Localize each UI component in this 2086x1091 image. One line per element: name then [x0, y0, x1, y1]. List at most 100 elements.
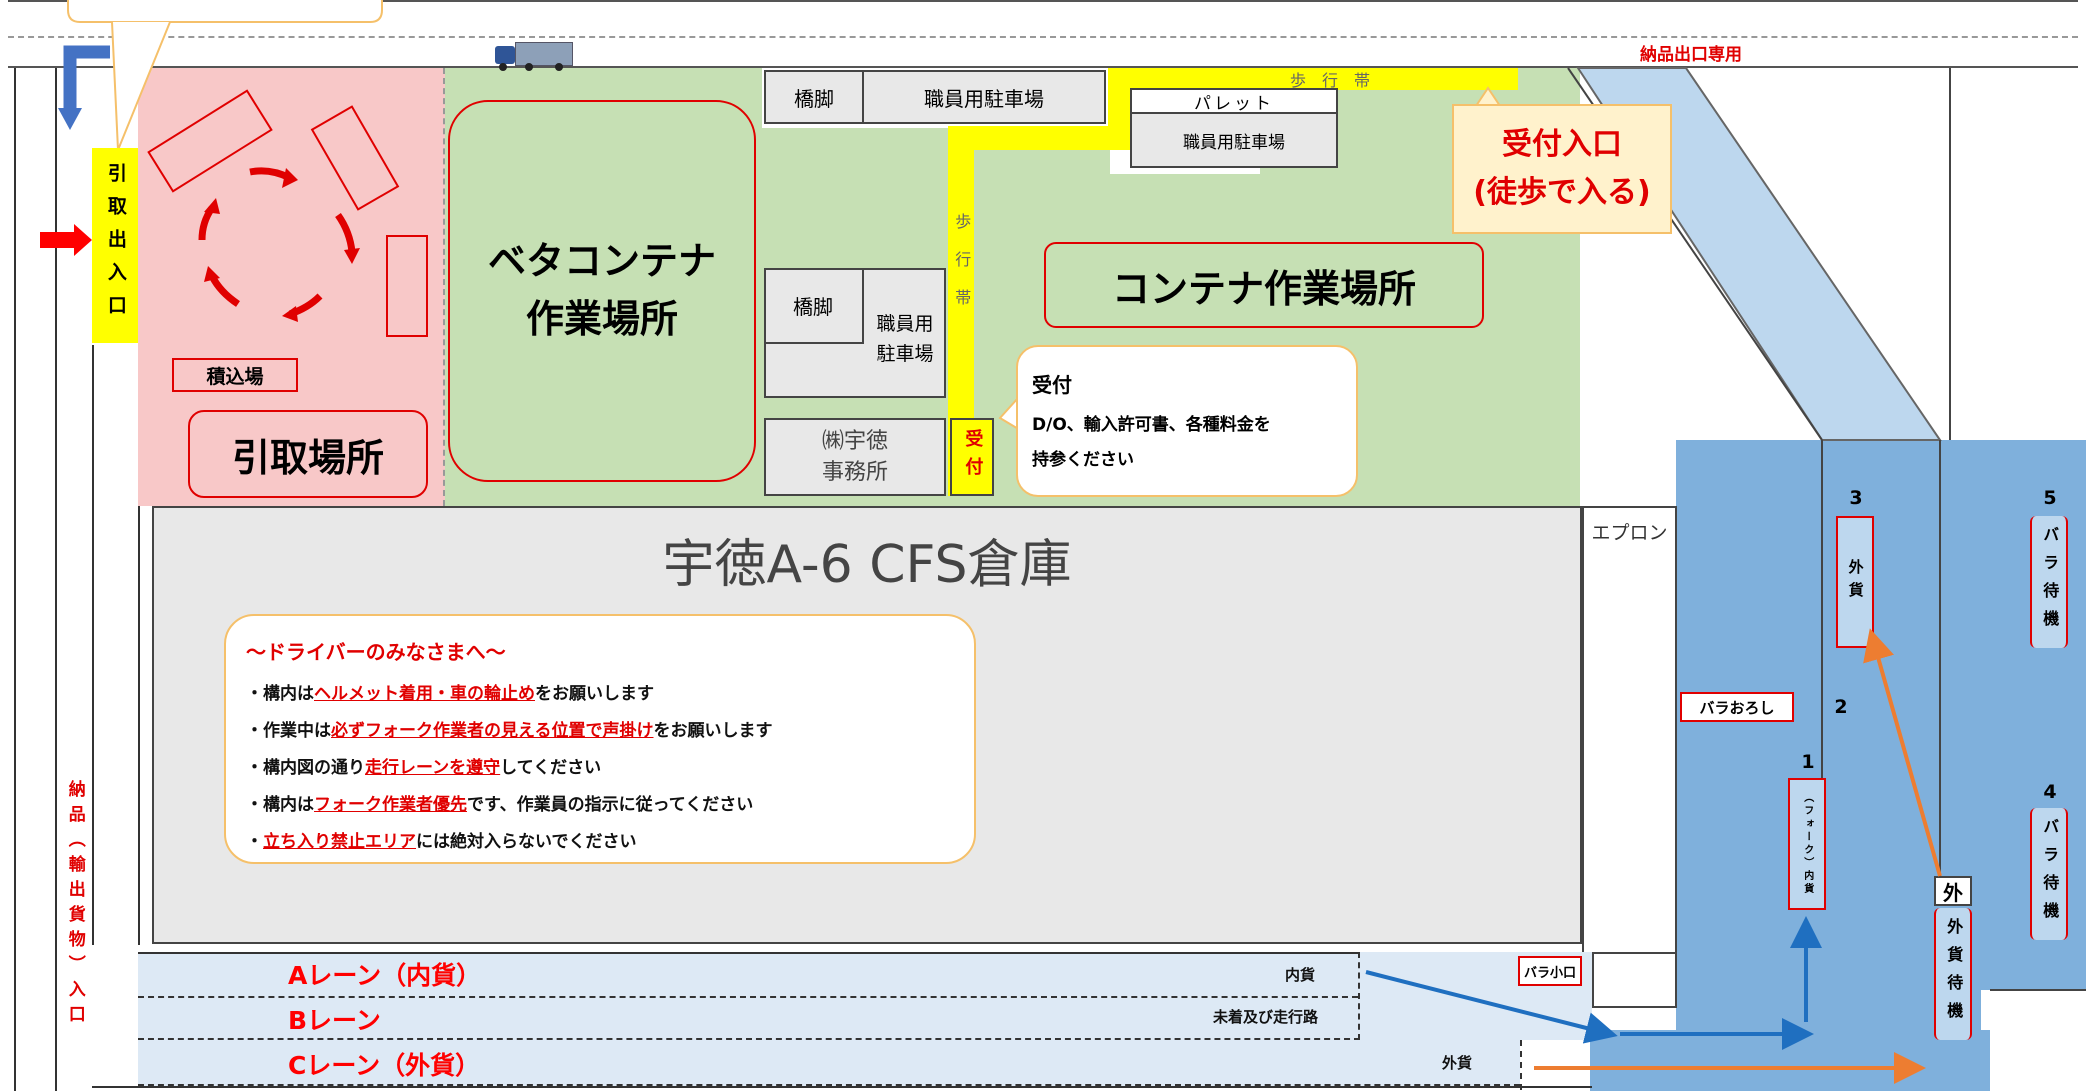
bay-3-label: 外貨 — [1846, 559, 1865, 605]
driver-notice-item: ・構内はヘルメット着用・車の輪止めをお願いします — [246, 679, 954, 704]
pier-mid-block — [764, 268, 946, 398]
driver-notice-item: ・立ち入り禁止エリアには絶対入らないでください — [246, 827, 954, 852]
west-road-line-left — [14, 68, 16, 1091]
delivery-gate: 納品（輸出貨物）入口 — [57, 735, 91, 1075]
lane-c-boundary — [1520, 1040, 1522, 1090]
driver-notice-item-prefix: ・ — [246, 832, 263, 852]
bay-area-top — [1822, 440, 2086, 510]
lane-a — [138, 952, 1358, 998]
reception-small: 受付 — [950, 418, 994, 496]
driver-notice-item-emphasis: フォーク作業者優先 — [314, 795, 467, 815]
beta-container-line1: ベタコンテナ — [487, 239, 716, 284]
staff-parking-mid-line1: 職員用 — [876, 313, 934, 336]
driver-notice-item-suffix: をお願いします — [653, 721, 773, 741]
walkway-vertical-label-wrap: 歩行帯 — [948, 190, 974, 350]
pallet-label: パレット — [1130, 88, 1338, 114]
bay-3-number: 3 — [1849, 487, 1863, 509]
driver-notice-item-suffix: です、作業員の指示に従ってください — [467, 795, 754, 815]
bay-4-number: 4 — [2043, 781, 2057, 803]
staff-parking-mid: 職員用 駐車場 — [864, 300, 946, 380]
beta-container-line2: 作業場所 — [525, 297, 678, 341]
bay-5-label: バラ待機 — [2040, 526, 2060, 638]
lane-b — [138, 998, 1360, 1040]
office: ㈱宇徳 事務所 — [764, 418, 946, 496]
bay-1: （フォーク）内貨 — [1788, 778, 1826, 910]
west-road-line-inner2 — [138, 345, 140, 945]
reception-note: 受付 D/O、輸入許可書、各種料金を 持参ください — [1016, 345, 1358, 497]
lane-c-label: Cレーン（外貨） — [288, 1051, 481, 1080]
reception-entrance-line1: 受付入口 — [1502, 126, 1622, 162]
warehouse-title: 宇徳A-6 CFS倉庫 — [662, 534, 1072, 595]
lane-b-tag: 未着及び走行路 — [1213, 1008, 1319, 1026]
pier-top: 橋脚 — [764, 70, 864, 124]
lane-a-label: Aレーン（内貨） — [288, 961, 482, 990]
driver-notice-item-suffix: してください — [500, 758, 602, 778]
bay-5-number: 5 — [2043, 487, 2057, 509]
apron — [1582, 506, 1677, 1006]
reception-note-title: 受付 — [1032, 373, 1072, 397]
bara-small-label: バラ小口 — [1518, 956, 1582, 986]
reception-note-line2: 持参ください — [1032, 450, 1134, 470]
reception-entrance-line2: (徒歩で入る) — [1473, 175, 1651, 210]
driver-notice-item: ・作業中は必ずフォーク作業者の見える位置で声掛けをお願いします — [246, 716, 954, 741]
driver-notice-item-prefix: ・作業中は — [246, 721, 331, 741]
container-area-title: コンテナ作業場所 — [1044, 242, 1484, 328]
staff-parking-right: 職員用駐車場 — [1130, 112, 1338, 168]
waiting-bay: 外貨待機 — [1934, 908, 1972, 1040]
north-exit-label: 納品出口専用 — [1640, 45, 1742, 65]
loading-label: 積込場 — [172, 358, 298, 392]
walkway-vertical-label: 歩行帯 — [952, 213, 972, 327]
driver-notice-item-emphasis: 走行レーンを遵守 — [365, 758, 501, 778]
driver-notice-item-emphasis: ヘルメット着用・車の輪止め — [314, 684, 535, 704]
north-road-centerline — [8, 36, 2078, 38]
driver-notice-item-prefix: ・構内図の通り — [246, 758, 365, 778]
bottom-edge — [92, 1086, 1592, 1088]
west-road-line-inner — [92, 345, 94, 945]
walkway-connector — [948, 126, 1132, 150]
bay-area — [1676, 440, 1981, 1091]
pickup-title: 引取場所 — [188, 410, 428, 498]
apron-label: エプロン — [1591, 521, 1668, 544]
apron-slot — [1592, 952, 1677, 1008]
office-line1: ㈱宇徳 — [821, 428, 888, 454]
delivery-gate-label: 納品（輸出貨物）入口 — [64, 780, 85, 1030]
staff-parking-mid-line2: 駐車場 — [876, 343, 934, 365]
driver-notice-item: ・構内はフォーク作業者優先です、作業員の指示に従ってください — [246, 790, 954, 815]
driver-notice-item-suffix: には絶対入らないでください — [416, 832, 637, 852]
driver-notice-item-emphasis: 必ずフォーク作業者の見える位置で声掛け — [331, 721, 654, 741]
driver-notice-item: ・構内図の通り走行レーンを遵守してください — [246, 753, 954, 778]
office-line2: 事務所 — [821, 460, 888, 485]
waiting-head: 外 — [1934, 876, 1972, 906]
pier-mid: 橋脚 — [764, 268, 864, 344]
pickup-gate: 引取出入口 — [92, 148, 138, 343]
bay-4: バラ待機 — [2030, 808, 2068, 940]
reception-note-line1: D/O、輸入許可書、各種料金を — [1032, 415, 1271, 435]
bay-3: 外貨 — [1836, 516, 1874, 648]
staff-parking-top: 職員用駐車場 — [862, 70, 1106, 124]
walkway-horizontal-2 — [1108, 90, 1132, 130]
bay-2: バラおろし — [1680, 692, 1794, 722]
driver-notice-item-prefix: ・構内は — [246, 795, 314, 815]
walkway-horizontal — [1108, 68, 1518, 90]
lane-b-label: Bレーン — [288, 1006, 381, 1035]
bay-5: バラ待機 — [2030, 516, 2068, 648]
driver-notice: ～ドライバーのみなさまへ～ ・構内はヘルメット着用・車の輪止めをお願いします・作… — [224, 614, 976, 864]
reception-entrance: 受付入口 (徒歩で入る) — [1452, 104, 1672, 234]
bay-2-number: 2 — [1834, 696, 1848, 718]
truck-icon — [495, 40, 573, 71]
pickup-gate-label: 引取出入口 — [104, 163, 127, 328]
lane-c-tag: 外貨 — [1442, 1054, 1473, 1072]
driver-notice-list: ・構内はヘルメット着用・車の輪止めをお願いします・作業中は必ずフォーク作業者の見… — [246, 679, 954, 852]
walkway-horizontal-label: 歩 行 帯 — [1289, 71, 1370, 90]
reception-small-label: 受付 — [962, 429, 984, 485]
west-road-line-mid — [55, 68, 57, 1091]
waiting-bay-label: 外貨待機 — [1944, 918, 1964, 1030]
bay-1-label: （フォーク）内貨 — [1801, 792, 1813, 896]
bay-1-number: 1 — [1801, 751, 1815, 773]
driver-notice-item-emphasis: 立ち入り禁止エリア — [263, 832, 416, 852]
driver-notice-item-suffix: をお願いします — [535, 684, 654, 704]
